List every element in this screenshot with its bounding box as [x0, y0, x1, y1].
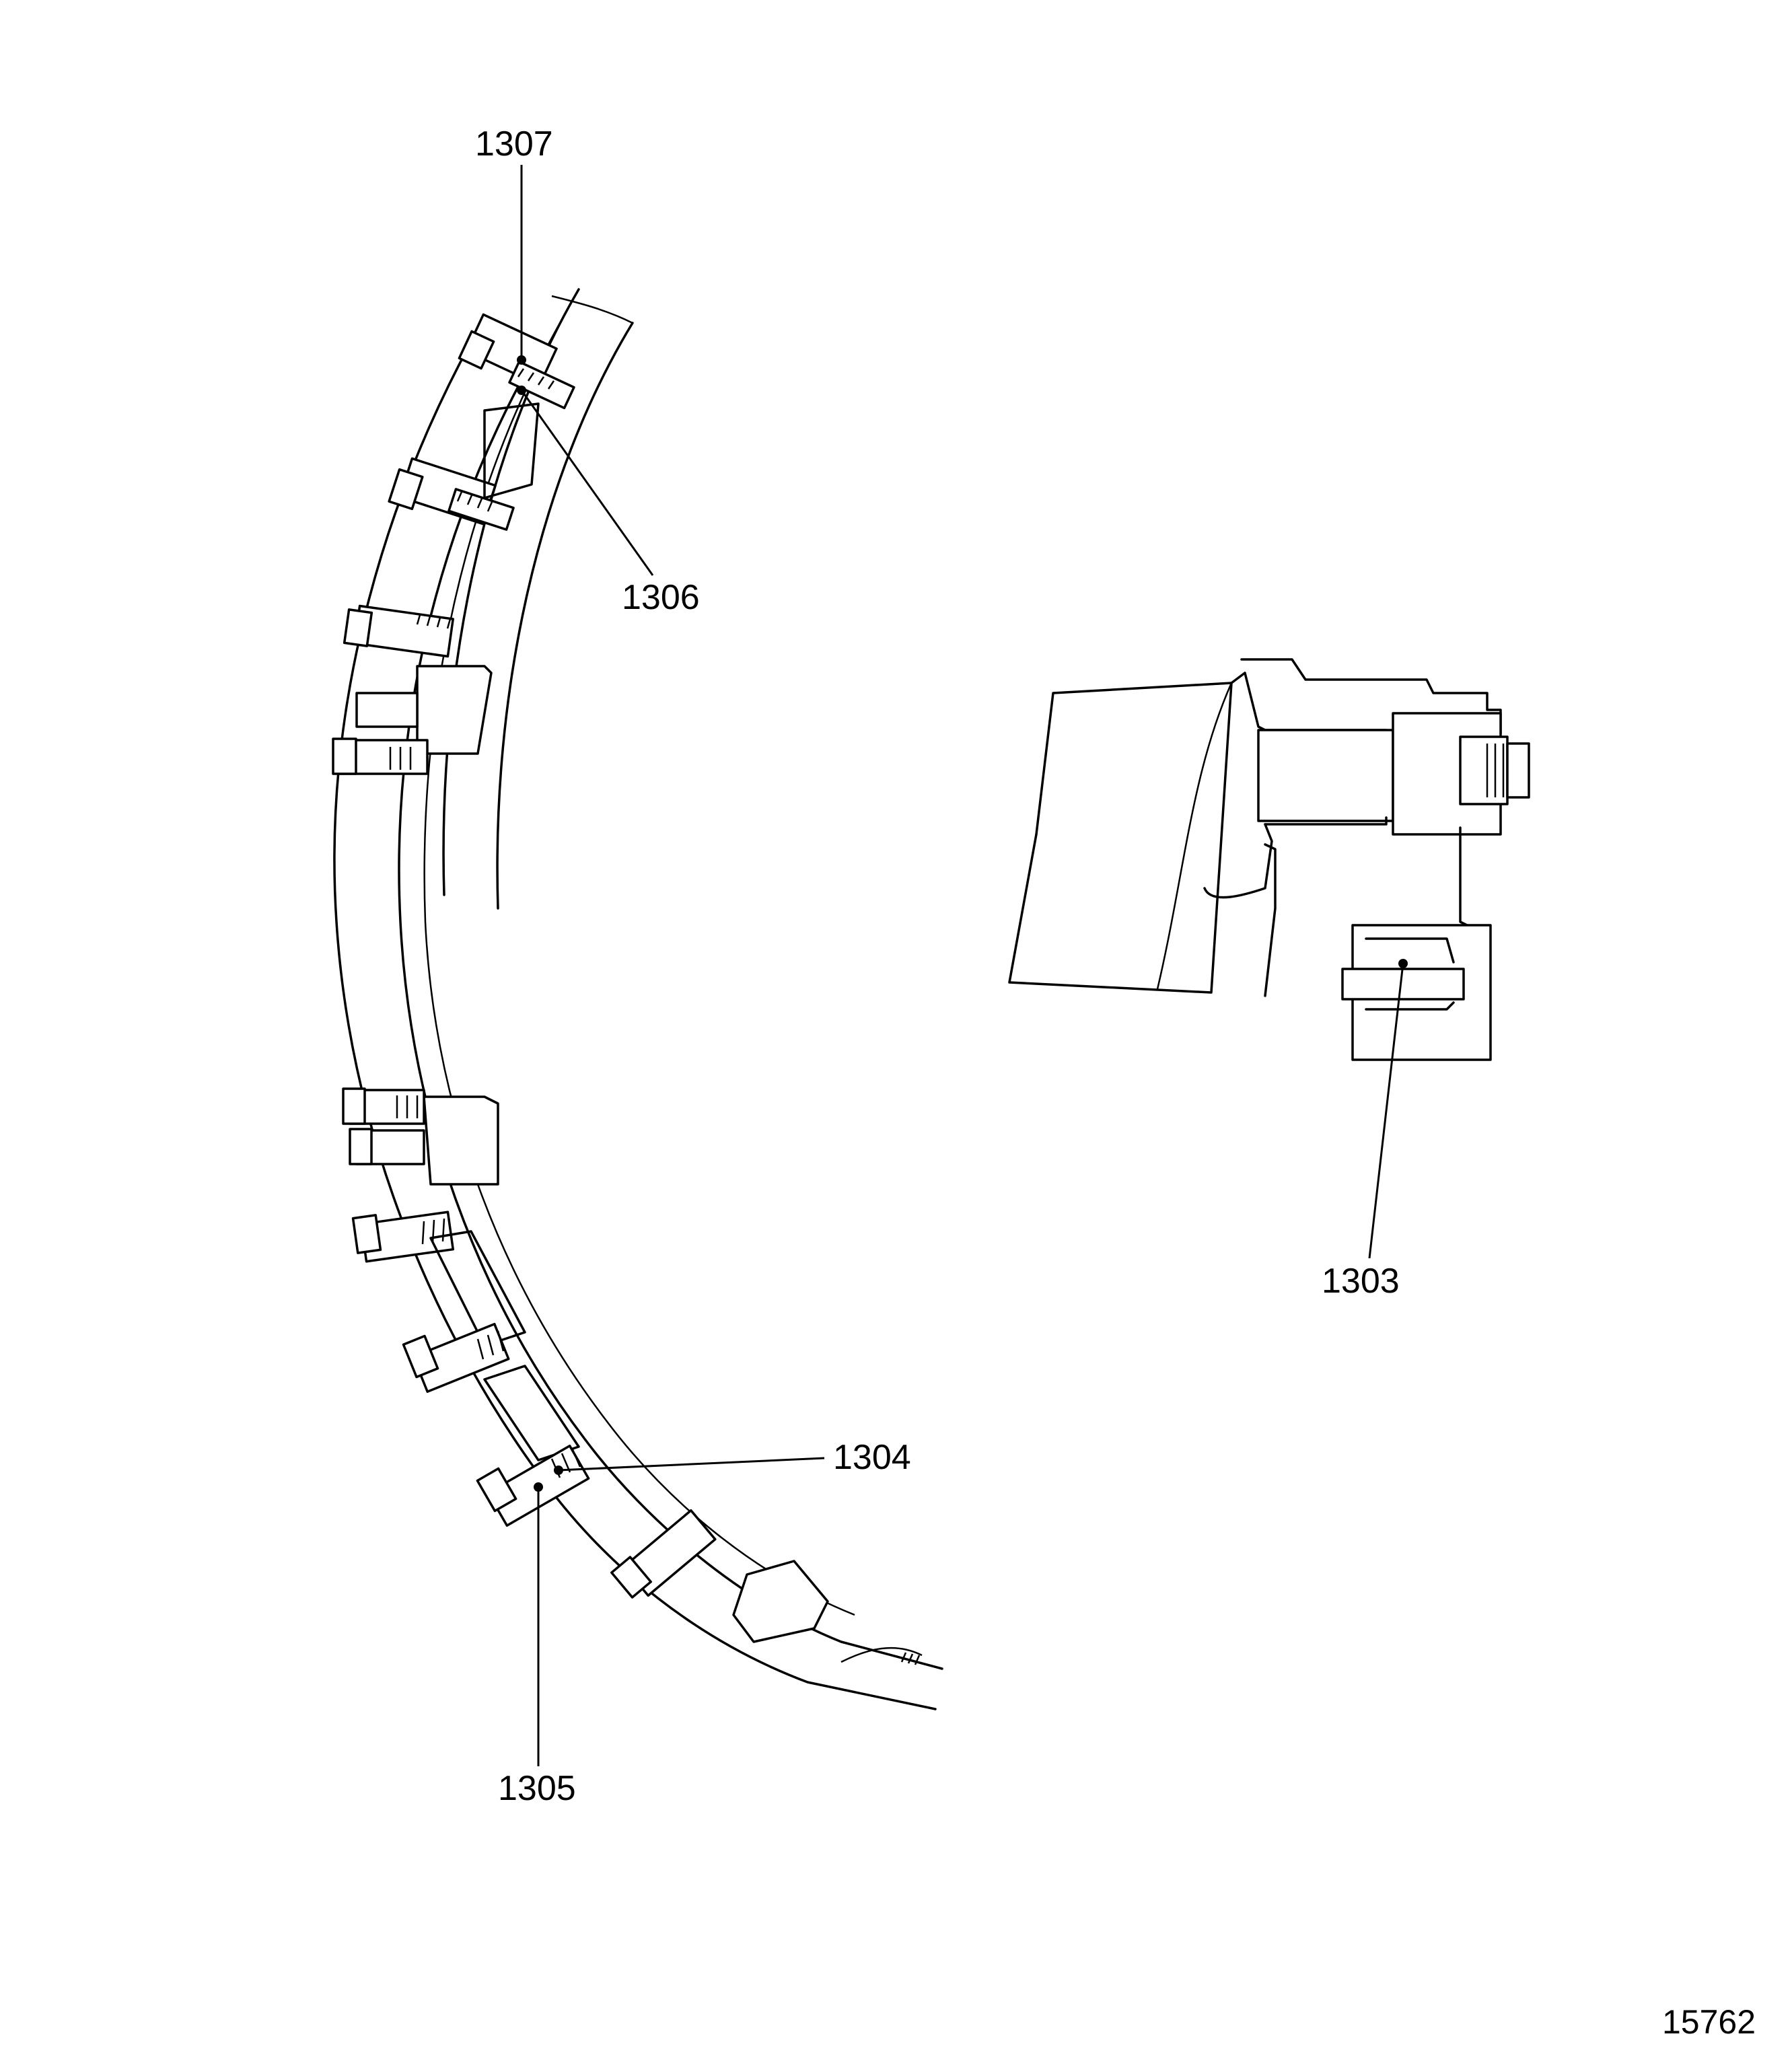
upper-clamp-2 [388, 402, 540, 531]
dot-1303 [1398, 959, 1408, 968]
lower-clamp-2 [351, 1210, 526, 1347]
lower-clamp-4 [476, 1445, 590, 1527]
leader-1303 [1368, 963, 1404, 1259]
dot-1306 [517, 386, 526, 395]
leader-1306 [520, 390, 654, 576]
dot-1307 [517, 355, 526, 365]
lower-clamp-3 [402, 1322, 580, 1461]
upper-clamp-1 [458, 313, 575, 410]
lower-clamp-5 [610, 1509, 923, 1665]
dot-1304 [554, 1466, 563, 1475]
leader-lines [517, 165, 1408, 1766]
callout-1305: 1305 [498, 1769, 576, 1808]
leader-1304 [558, 1457, 825, 1472]
upper-clamp-3 [332, 604, 493, 775]
lower-clamp-1 [342, 1087, 499, 1186]
callout-1304: 1304 [833, 1438, 911, 1477]
callout-1307: 1307 [475, 124, 553, 164]
callout-1306: 1306 [622, 578, 700, 617]
figure-number: 15762 [1662, 2003, 1756, 2041]
dot-1305 [534, 1482, 543, 1492]
callout-1303: 1303 [1322, 1262, 1400, 1301]
ring-assembly [332, 288, 943, 1710]
section-detail [1008, 658, 1530, 1061]
